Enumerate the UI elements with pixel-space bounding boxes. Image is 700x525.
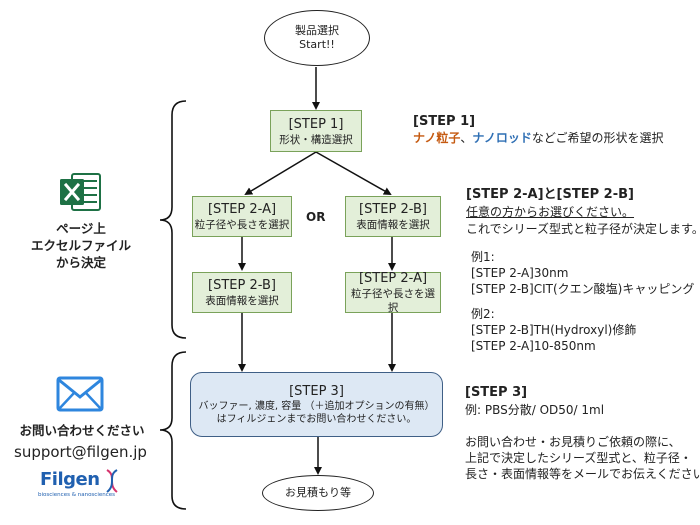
step2b-left-title: [STEP 2-B]: [208, 278, 276, 293]
excel-caption: ページ上 エクセルファイル から決定: [28, 220, 134, 271]
example2-line1: [STEP 2-B]TH(Hydroxyl)修飾: [471, 323, 637, 337]
step2-line1: 任意の方からお選びください。: [466, 205, 635, 219]
step2a-right-box: [STEP 2-A] 粒子径や長さを選択: [345, 271, 441, 314]
example1-line2: [STEP 2-B]CIT(クエン酸塩)キャッピング: [471, 282, 695, 296]
example1-line1: [STEP 2-A]30nm: [471, 266, 569, 280]
example2-line2: [STEP 2-A]10-850nm: [471, 339, 596, 353]
step1-box: [STEP 1] 形状・構造選択: [270, 110, 362, 152]
step2a-right-desc: 粒子径や長さを選択: [351, 288, 435, 314]
example2-label: 例2:: [471, 307, 495, 321]
note-line1: お問い合わせ・お見積りご依頼の際に、: [465, 435, 681, 449]
step2b-right-desc: 表面情報を選択: [356, 219, 430, 231]
excel-icon: [58, 172, 102, 212]
step1-desc: 形状・構造選択: [279, 133, 353, 146]
step1-sep: 、: [460, 131, 473, 145]
step1-rest: などご希望の形状を選択: [531, 131, 664, 145]
contact-label: お問い合わせください: [19, 423, 145, 438]
step2a-left-title: [STEP 2-A]: [207, 202, 277, 217]
step2a-left-box: [STEP 2-A] 粒子径や長さを選択: [192, 196, 292, 237]
step1-description: ナノ粒子、ナノロッドなどご希望の形状を選択: [413, 130, 663, 146]
end-label: お見積もり等: [285, 486, 351, 499]
logo-wordmark: Filgen: [40, 469, 100, 490]
step3-title: [STEP 3]: [289, 384, 344, 399]
start-label-line2: Start!!: [299, 38, 335, 51]
step3-example: 例: PBS分散/ OD50/ 1ml: [465, 403, 605, 417]
excel-caption-line1: ページ上: [56, 221, 106, 236]
excel-caption-line2: エクセルファイル: [30, 238, 131, 253]
step2b-left-desc: 表面情報を選択: [205, 295, 279, 307]
nano-particle-text: ナノ粒子: [413, 131, 461, 145]
step2-heading: [STEP 2-A]と[STEP 2-B]: [466, 187, 634, 202]
arrow-step1-left: [244, 151, 317, 196]
example1-label: 例1:: [471, 250, 495, 264]
start-label-line1: 製品選択: [295, 24, 339, 37]
note-line2: 上記で決定したシリーズ型式と、粒子径・: [465, 451, 692, 465]
arrow-step1-right: [315, 151, 392, 195]
step1-title: [STEP 1]: [288, 116, 344, 132]
step1-heading: [STEP 1]: [413, 114, 476, 129]
start-node: 製品選択 Start!!: [264, 10, 370, 66]
logo-tagline: biosciences & nanosciences: [38, 492, 115, 498]
dna-icon: [106, 469, 118, 493]
step2b-right-box: [STEP 2-B] 表面情報を選択: [345, 196, 441, 237]
filgen-logo: Filgen biosciences & nanosciences: [38, 469, 124, 501]
note-line3: 長さ・表面情報等をメールでお伝えください。: [465, 467, 700, 481]
support-email[interactable]: support@filgen.jp: [14, 443, 147, 461]
step3-heading: [STEP 3]: [465, 385, 528, 400]
brace-lower: [159, 351, 187, 510]
mail-icon: [56, 376, 104, 412]
or-label: OR: [306, 210, 326, 224]
step2b-left-box: [STEP 2-B] 表面情報を選択: [192, 272, 292, 313]
step2-line2: これでシリーズ型式と粒子径が決定します。: [466, 222, 700, 236]
step3-desc-line2: はフィルジェンまでお問い合わせください。: [216, 414, 417, 425]
nano-rod-text: ナノロッド: [472, 131, 532, 145]
step2b-right-title: [STEP 2-B]: [359, 202, 427, 217]
step2a-left-desc: 粒子径や長さを選択: [194, 219, 290, 231]
brace-upper: [159, 100, 187, 339]
excel-caption-line3: から決定: [55, 255, 106, 270]
step2a-right-title: [STEP 2-A]: [358, 271, 428, 286]
end-node: お見積もり等: [262, 475, 374, 511]
step3-box: [STEP 3] バッファー, 濃度, 容量 （＋追加オプションの有無） はフィ…: [190, 372, 443, 437]
step3-desc-line1: バッファー, 濃度, 容量 （＋追加オプションの有無）: [198, 401, 435, 412]
